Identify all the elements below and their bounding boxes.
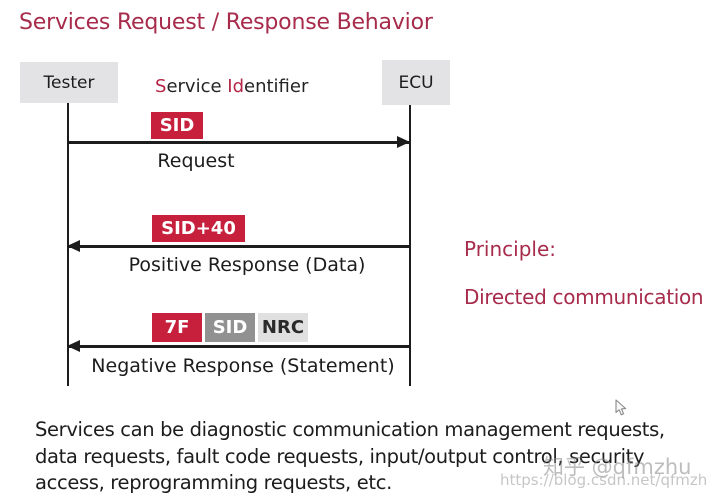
negative-7f-badge: 7F [152, 313, 202, 342]
request-caption: Request [157, 150, 235, 172]
service-identifier-part2: ervice [166, 76, 228, 97]
url-watermark: https://blog.csdn.net/qfmzhu [500, 471, 708, 489]
tester-label: Tester [43, 72, 95, 93]
negative-response-caption: Negative Response (Statement) [91, 355, 395, 377]
positive-response-arrow [67, 240, 409, 253]
mouse-cursor-icon [615, 399, 628, 421]
ecu-lifeline [408, 105, 412, 386]
negative-response-arrow [67, 340, 409, 353]
sid-badge: SID [151, 112, 203, 139]
negative-sid-badge: SID [205, 313, 255, 342]
description-line-3: access, reprogramming requests, etc. [35, 471, 392, 494]
service-identifier-part1: S [155, 76, 167, 97]
description-line-1: Services can be diagnostic communication… [35, 418, 665, 441]
description-line-2: data requests, fault code requests, inpu… [35, 444, 645, 468]
description-paragraph: Services can be diagnostic communication… [35, 417, 665, 497]
tester-node: Tester [20, 62, 118, 103]
service-identifier-part4: entifier [244, 76, 309, 97]
sid-plus-40-badge: SID+40 [152, 215, 245, 242]
service-identifier-label: Service Identifier [155, 76, 308, 97]
arrow-right-icon [397, 136, 410, 149]
negative-nrc-badge: NRC [258, 313, 308, 342]
principle-text: Directed communication [464, 285, 704, 309]
positive-response-caption: Positive Response (Data) [128, 254, 366, 276]
arrow-left-icon [67, 340, 80, 353]
ecu-node: ECU [382, 60, 450, 105]
ecu-label: ECU [398, 72, 434, 93]
slide-title: Services Request / Response Behavior [19, 10, 433, 35]
service-identifier-part3: Id [227, 76, 244, 97]
request-arrow [68, 136, 410, 149]
arrow-left-icon [67, 240, 80, 253]
zhihu-watermark: 知乎 @qfmzhu [543, 455, 692, 479]
principle-heading: Principle: [464, 237, 557, 261]
